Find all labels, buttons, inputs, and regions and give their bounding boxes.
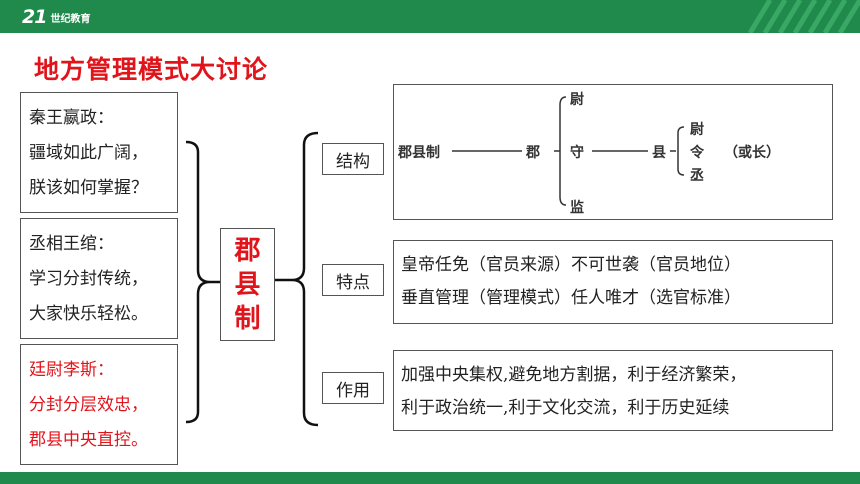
quote-box-wangwan: 丞相王绾： 学习分封传统， 大家快乐轻松。 [20,218,178,339]
quote-box-lisi: 廷尉李斯： 分封分层效忠， 郡县中央直控。 [20,344,178,465]
quote-box-qin: 秦王嬴政： 疆域如此广阔， 朕该如何掌握？ [20,92,178,213]
diagram-root: 郡县制 [398,145,440,161]
quote-line: 学习分封传统， [29,269,148,289]
header-stripes [747,0,860,33]
header-bar: 21 世纪教育 [0,0,860,33]
quote-line: 廷尉李斯： [29,360,114,380]
diagram-xian: 县 [652,145,666,161]
logo: 21 世纪教育 [22,5,90,29]
logo-text: 世纪教育 [50,13,91,25]
center-char: 县 [234,269,261,300]
label-role: 作用 [322,372,384,404]
label-structure: 结构 [322,143,384,175]
role-line: 利于政治统一,利于文化交流，利于历史延续 [401,398,730,418]
quote-line: 大家快乐轻松。 [29,304,148,324]
diagram-jun-official: 尉 [570,92,584,108]
role-text: 加强中央集权,避免地方割据，利于经济繁荣， 利于政治统一,利于文化交流，利于历史… [394,351,832,425]
quote-line: 朕该如何掌握？ [29,178,148,198]
diagram-lines [452,96,685,206]
role-box: 加强中央集权,避免地方割据，利于经济繁荣， 利于政治统一,利于文化交流，利于历史… [393,350,833,431]
diagram-note: （或长） [724,145,780,161]
features-text: 皇帝任免（官员来源）不可世袭（官员地位） 垂直管理（管理模式）任人唯才（选官标准… [394,241,832,315]
quote-line: 疆域如此广阔， [29,143,148,163]
diagram-jun-official: 监 [570,200,584,216]
logo-mark: 21 [22,6,47,28]
center-char: 郡 [234,235,261,266]
quote-text: 丞相王绾： 学习分封传统， 大家快乐轻松。 [21,219,177,332]
structure-diagram: 郡县制 郡 尉 守 监 县 尉 令 丞 （或长） [393,84,833,220]
features-line: 垂直管理（管理模式）任人唯才（选官标准） [401,288,741,308]
diagram-jun: 郡 [526,145,540,161]
quote-line: 秦王嬴政： [29,108,114,128]
diagram-jun-official: 守 [570,145,584,161]
footer-bar [0,472,860,484]
quote-line: 丞相王绾： [29,234,114,254]
diagram-xian-official: 令 [690,145,704,161]
quote-text: 廷尉李斯： 分封分层效忠， 郡县中央直控。 [21,345,177,458]
diagram-xian-official: 尉 [690,122,704,138]
page-title: 地方管理模式大讨论 [34,55,269,84]
features-box: 皇帝任免（官员来源）不可世袭（官员地位） 垂直管理（管理模式）任人唯才（选官标准… [393,240,833,324]
role-line: 加强中央集权,避免地方割据，利于经济繁荣， [401,365,747,385]
diagram-xian-official: 丞 [690,168,704,184]
quote-line: 郡县中央直控。 [29,430,148,450]
quote-line: 分封分层效忠， [29,395,148,415]
features-line: 皇帝任免（官员来源）不可世袭（官员地位） [401,255,741,275]
center-box-junxianzhi: 郡 县 制 [220,228,275,341]
quote-text: 秦王嬴政： 疆域如此广阔， 朕该如何掌握？ [21,93,177,206]
center-char: 制 [234,303,261,334]
label-features: 特点 [322,264,384,296]
